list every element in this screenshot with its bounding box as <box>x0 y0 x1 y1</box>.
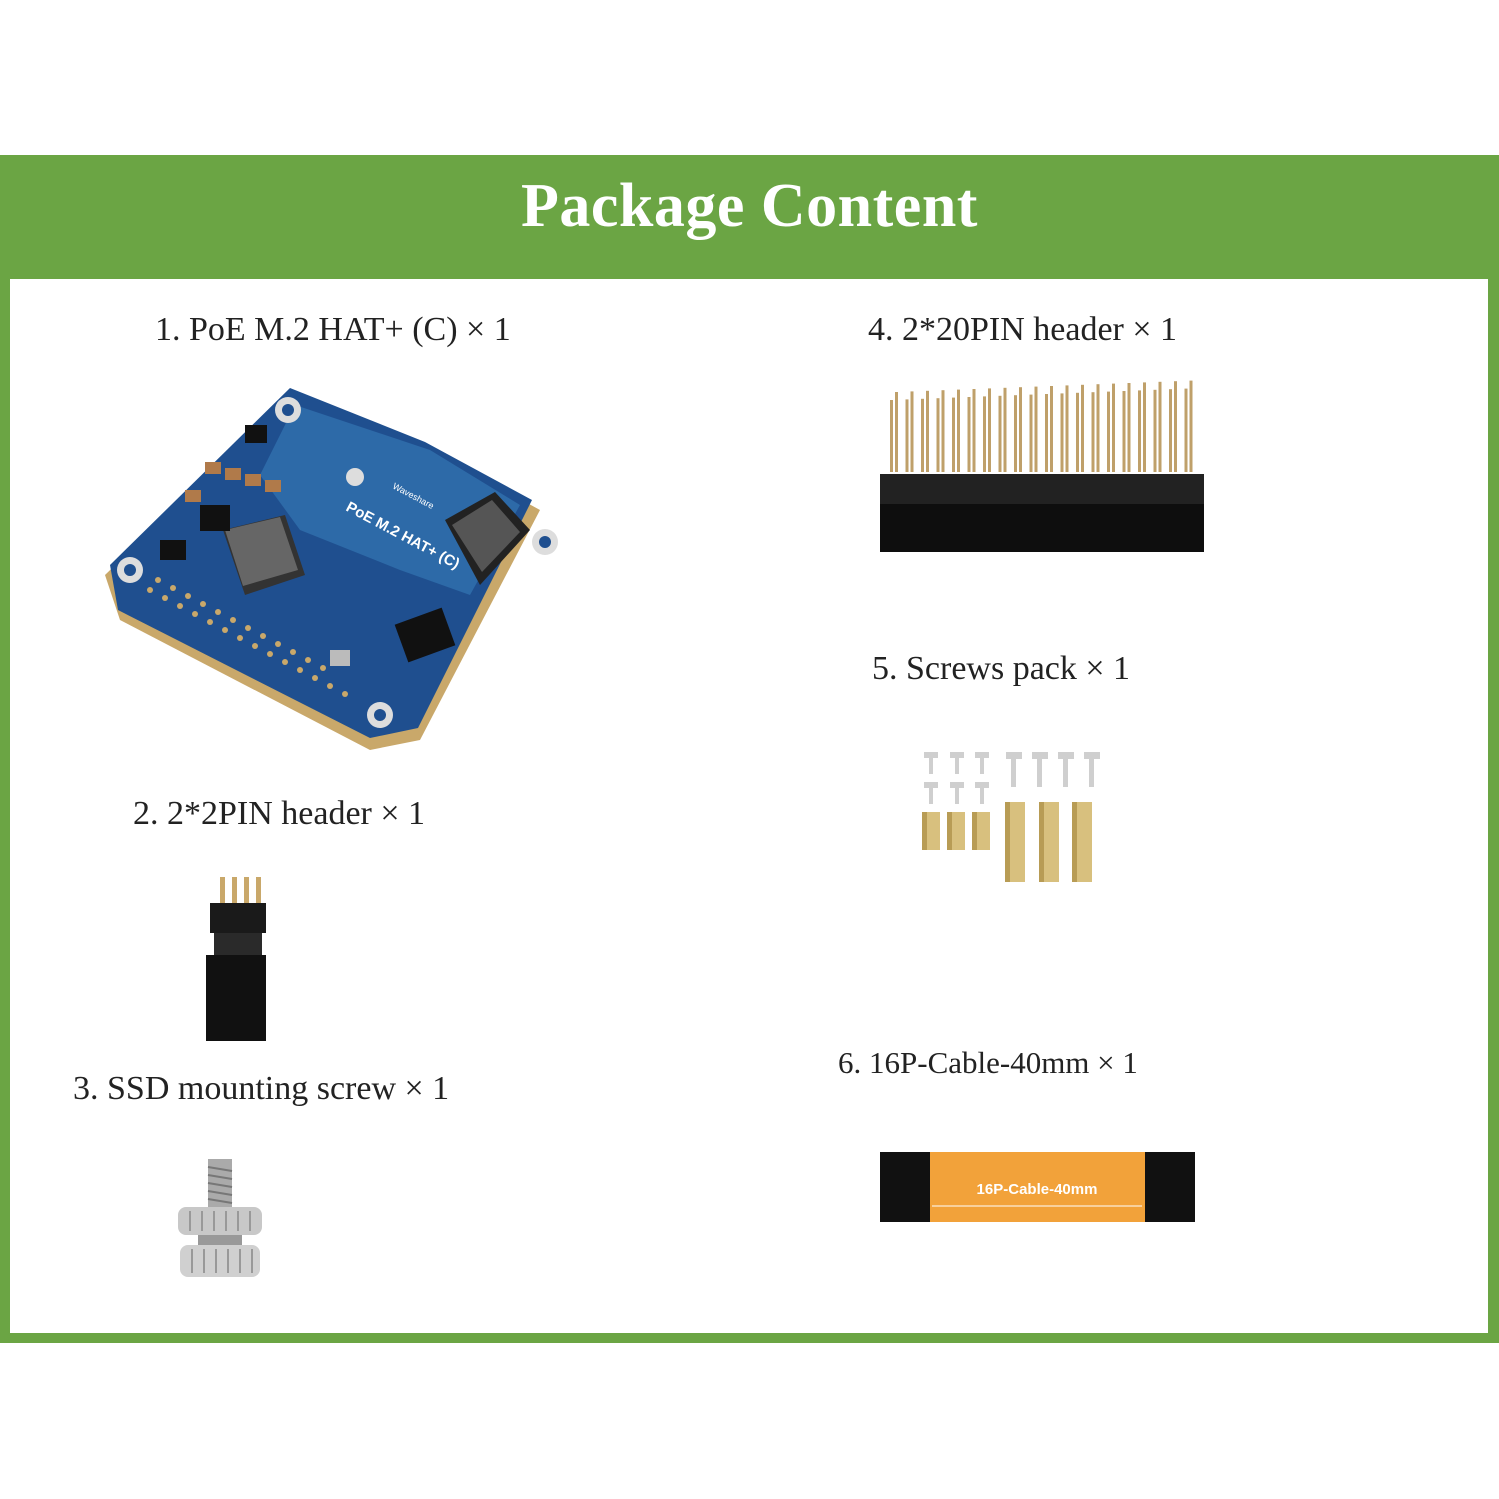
cable-16p-image: 16P-Cable-40mm <box>880 1152 1195 1222</box>
header-pin <box>983 396 986 472</box>
item-label-poe-hat: 1. PoE M.2 HAT+ (C) × 1 <box>155 311 511 348</box>
item-label-2x2-header: 2. 2*2PIN header × 1 <box>133 795 426 832</box>
header-pin <box>1076 392 1079 472</box>
header-pin <box>890 400 893 472</box>
header-pin <box>1107 391 1110 472</box>
header-pin <box>1014 395 1017 472</box>
header-pin <box>1034 386 1038 472</box>
header-pin <box>1065 385 1069 472</box>
header-pin <box>1045 394 1048 472</box>
header-pin <box>1029 394 1033 472</box>
header-pin <box>998 395 1002 472</box>
header-pin <box>1169 389 1172 472</box>
pin-header-2x2-image <box>206 877 266 1041</box>
page-title: Package Content <box>521 172 978 240</box>
ssd-mounting-screw-image <box>178 1159 262 1277</box>
header-pin <box>952 397 955 472</box>
header-pin <box>957 389 960 472</box>
pin-header-2x20-image <box>880 380 1204 552</box>
header-pin <box>1153 389 1157 472</box>
header-pin <box>1122 391 1126 472</box>
header-pin <box>1138 390 1141 472</box>
header-pin <box>1003 387 1007 472</box>
header-pin <box>1081 384 1084 472</box>
header-pin <box>1158 381 1162 472</box>
poe-hat-board-image: PoE M.2 HAT+ (C) Waveshare <box>105 388 558 750</box>
screws-pack-image <box>922 752 1100 882</box>
header-pin <box>905 399 909 472</box>
header-pin <box>1112 383 1115 472</box>
item-label-ssd-screw: 3. SSD mounting screw × 1 <box>73 1070 450 1107</box>
header-pin <box>926 390 929 472</box>
header-pin <box>895 392 898 472</box>
header-pin <box>936 398 940 472</box>
header-pin <box>1096 384 1100 472</box>
header-pin <box>1060 393 1064 472</box>
header-pin <box>967 397 971 472</box>
header-pin <box>921 398 924 472</box>
header-pin <box>1127 383 1131 472</box>
header-pin <box>988 388 991 472</box>
header-pin <box>1143 382 1146 472</box>
header-pin <box>1091 392 1095 472</box>
header-pin <box>1189 380 1193 472</box>
header-pin <box>1050 386 1053 472</box>
item-label-cable: 6. 16P-Cable-40mm × 1 <box>838 1045 1138 1080</box>
item-label-2x20-header: 4. 2*20PIN header × 1 <box>868 311 1178 348</box>
header-pin <box>972 389 976 472</box>
item-label-screws-pack: 5. Screws pack × 1 <box>872 650 1131 687</box>
cable-print-text: 16P-Cable-40mm <box>977 1181 1098 1198</box>
header-pin <box>1184 388 1188 472</box>
header-pin <box>941 390 945 472</box>
header-pin <box>910 391 914 472</box>
header-pin <box>1174 381 1177 472</box>
header-pin <box>1019 387 1022 472</box>
